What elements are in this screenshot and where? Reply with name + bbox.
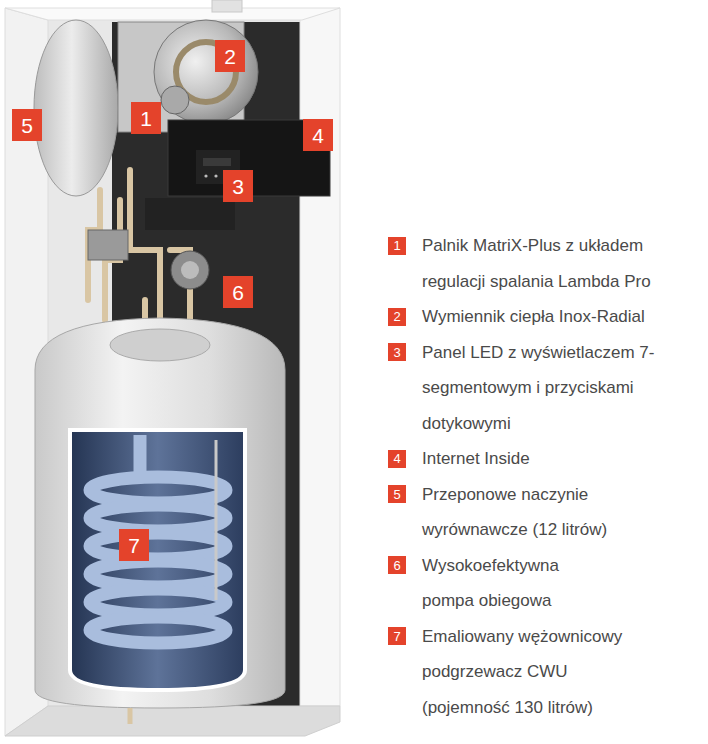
right-panel	[300, 8, 340, 706]
key-number: 5	[388, 485, 406, 503]
gas-valve	[88, 230, 128, 260]
electronics	[145, 198, 235, 230]
burner	[161, 86, 189, 114]
callout-text: 5	[21, 115, 33, 136]
callout-number: 4	[303, 119, 333, 151]
heat-exchanger	[154, 20, 258, 124]
key-text: 2	[393, 310, 400, 323]
water-tank	[35, 318, 285, 708]
callout-text: 4	[312, 125, 324, 146]
key-number: 1	[388, 237, 406, 255]
callout-text: 7	[128, 535, 140, 556]
key-text: 7	[393, 630, 400, 643]
part-description: Internet Inside	[422, 441, 704, 477]
flue	[212, 0, 242, 12]
callout-number: 6	[223, 276, 253, 308]
callout-number: 2	[215, 40, 245, 72]
expansion-vessel	[34, 20, 118, 196]
key-text: 6	[393, 559, 400, 572]
key-text: 4	[393, 452, 400, 465]
callout-text: 3	[232, 176, 244, 197]
top-panel	[5, 8, 340, 20]
key-text: 5	[393, 488, 400, 501]
floor	[5, 706, 340, 736]
callout-number: 3	[223, 170, 253, 202]
callout-text: 2	[224, 46, 236, 67]
callout-number: 5	[12, 109, 42, 141]
part-description: Emaliowany wężownicowy podgrzewacz CWU (…	[422, 619, 637, 726]
callout-text: 6	[232, 282, 244, 303]
callout-text: 1	[140, 108, 152, 129]
key-number: 7	[388, 627, 406, 645]
key-number: 4	[388, 450, 406, 468]
part-description: Panel LED z wyświetlaczem 7-segmentowym …	[422, 335, 692, 442]
part-description: Wymiennik ciepła Inox-Radial	[422, 299, 704, 335]
part-description: Wysokoefektywna pompa obiegowa	[422, 548, 592, 619]
part-description: Palnik MatriX-Plus z układem regulacji s…	[422, 228, 697, 299]
callout-number: 1	[131, 102, 161, 134]
key-number: 6	[388, 556, 406, 574]
heating-coil	[90, 435, 226, 643]
key-number: 2	[388, 308, 406, 326]
callout-number: 7	[119, 529, 149, 561]
pump	[171, 251, 209, 289]
part-description: Przeponowe naczynie wyrównawcze (12 litr…	[422, 477, 662, 548]
key-text: 1	[393, 239, 400, 252]
key-text: 3	[393, 346, 400, 359]
key-number: 3	[388, 343, 406, 361]
tank-cutaway	[70, 430, 245, 690]
